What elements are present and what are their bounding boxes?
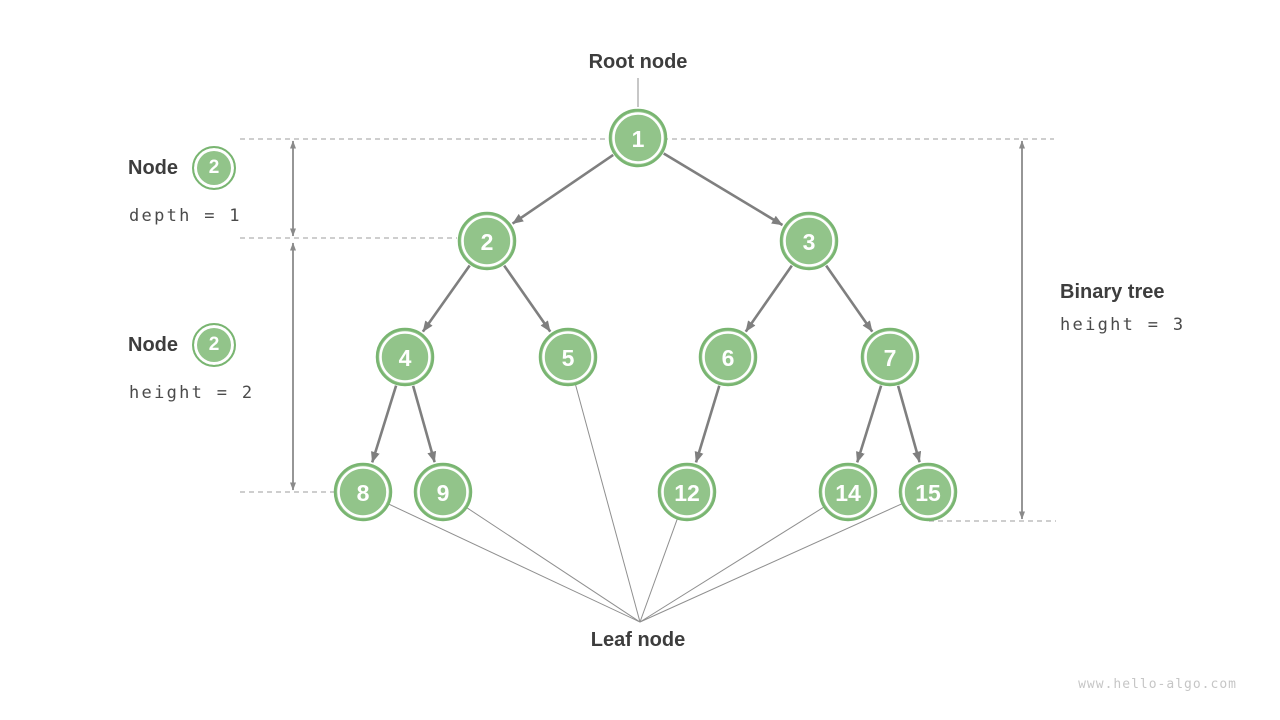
- tree-node-value: 4: [399, 345, 412, 371]
- tree-node-inner-ring: [461, 215, 513, 267]
- leaf-pointer-line: [575, 384, 641, 623]
- tree-node-value: 15: [915, 480, 941, 506]
- tree-node-inner-ring: [864, 331, 916, 383]
- leaf-pointer-line: [639, 506, 824, 623]
- tree-node-inner-ring: [902, 466, 954, 518]
- tree-edge-2-4: [421, 264, 471, 333]
- tree-node-value: 9: [437, 480, 450, 506]
- tree-node-3: 3: [779, 211, 839, 271]
- tree-node-5: 5: [538, 327, 598, 387]
- tree-node-inner-ring: [542, 331, 594, 383]
- tree-node-value: 3: [803, 229, 816, 255]
- tree-edge-1-3: [663, 152, 784, 227]
- leaf-pointer-line: [389, 503, 641, 623]
- tree-node-2: 2: [457, 211, 517, 271]
- tree-node-value: 6: [722, 345, 735, 371]
- tree-node-value: 2: [481, 229, 494, 255]
- tree-node-inner-ring: [337, 466, 389, 518]
- tree-edge-6-12: [694, 385, 721, 463]
- leaf-pointer-line: [639, 503, 902, 623]
- node-depth-formula: depth = 1: [129, 206, 242, 226]
- leaf-pointer-line: [466, 507, 641, 623]
- tree-node-circle: [698, 327, 758, 387]
- tree-edge-3-7: [825, 264, 874, 333]
- tree-node-value: 14: [835, 480, 861, 506]
- tree-node-inner-ring: [822, 466, 874, 518]
- tree-node-6: 6: [698, 327, 758, 387]
- tree-node-circle: [375, 327, 435, 387]
- tree-edge-3-6: [744, 264, 793, 333]
- tree-node-8: 8: [333, 462, 393, 522]
- tree-node-circle: [657, 462, 717, 522]
- tree-edge-4-9: [411, 385, 437, 463]
- tree-node-value: 7: [884, 345, 897, 371]
- node-height-title: Node: [128, 333, 178, 356]
- tree-node-circle: [608, 108, 668, 168]
- tree-node-circle: [779, 211, 839, 271]
- tree-edge-1-2: [511, 153, 614, 225]
- tree-node-circle: [538, 327, 598, 387]
- tree-node-7: 7: [860, 327, 920, 387]
- tree-node-circle: [413, 462, 473, 522]
- tree-node-circle: [898, 462, 958, 522]
- tree-node-circle: [818, 462, 878, 522]
- tree-node-12: 12: [657, 462, 717, 522]
- tree-node-inner-ring: [612, 112, 664, 164]
- tree-edge-7-14: [855, 385, 883, 463]
- node-badge: 2: [192, 146, 236, 190]
- tree-height-formula: height = 3: [1060, 315, 1186, 335]
- tree-edge-2-5: [503, 264, 552, 333]
- tree-node-14: 14: [818, 462, 878, 522]
- tree-edge-4-8: [370, 385, 398, 463]
- tree-node-value: 5: [562, 345, 575, 371]
- tree-node-inner-ring: [379, 331, 431, 383]
- tree-node-15: 15: [898, 462, 958, 522]
- tree-edge-7-15: [896, 385, 922, 463]
- root-node-label: Root node: [588, 51, 688, 73]
- tree-node-value: 8: [357, 480, 370, 506]
- tree-node-1: 1: [608, 108, 668, 168]
- tree-height-title: Binary tree: [1060, 281, 1165, 303]
- watermark: www.hello-algo.com: [1078, 677, 1237, 692]
- tree-node-circle: [333, 462, 393, 522]
- leaf-node-label: Leaf node: [590, 629, 686, 651]
- node-height-annotation: Node 2: [128, 323, 236, 367]
- tree-node-inner-ring: [417, 466, 469, 518]
- tree-node-value: 12: [674, 480, 700, 506]
- node-height-formula: height = 2: [129, 383, 255, 403]
- tree-node-4: 4: [375, 327, 435, 387]
- tree-node-circle: [860, 327, 920, 387]
- tree-node-9: 9: [413, 462, 473, 522]
- tree-node-inner-ring: [702, 331, 754, 383]
- tree-node-inner-ring: [661, 466, 713, 518]
- leaf-pointer-line: [639, 519, 678, 623]
- node-badge: 2: [192, 323, 236, 367]
- tree-node-value: 1: [632, 126, 645, 152]
- tree-node-circle: [457, 211, 517, 271]
- tree-node-inner-ring: [783, 215, 835, 267]
- node-depth-title: Node: [128, 156, 178, 179]
- node-depth-annotation: Node 2: [128, 146, 236, 190]
